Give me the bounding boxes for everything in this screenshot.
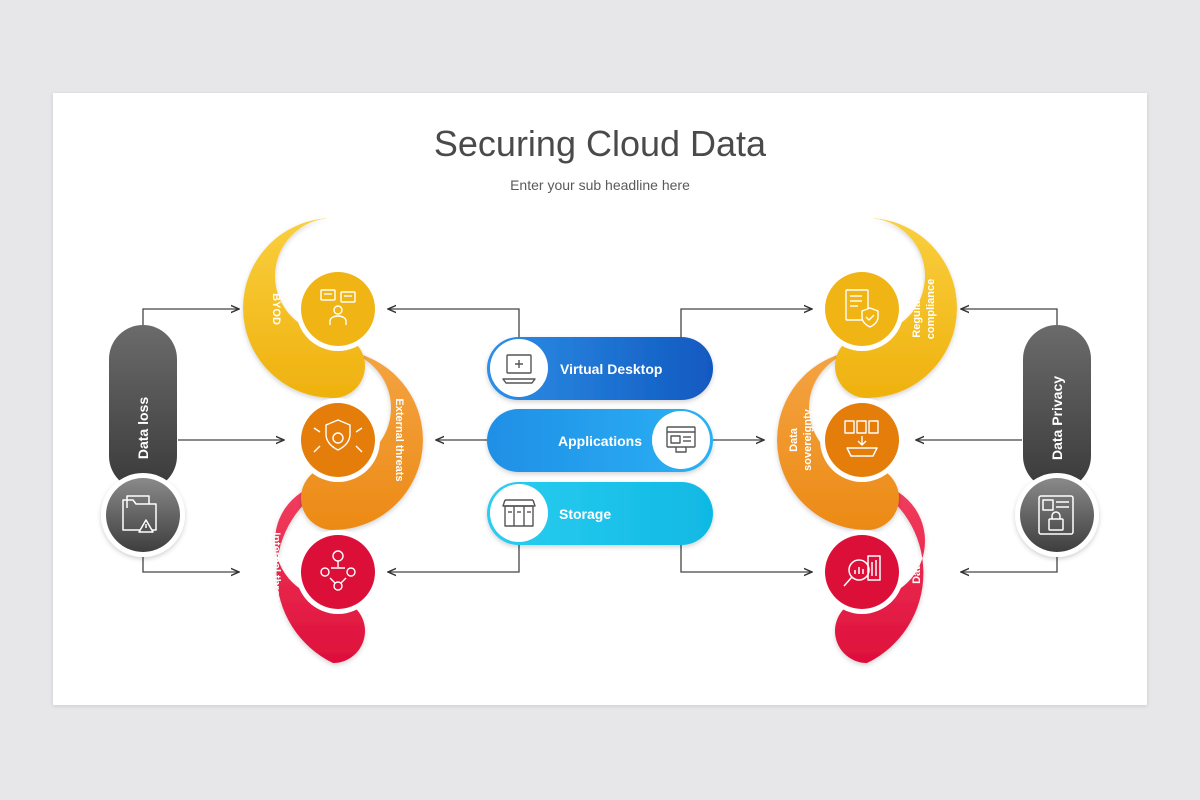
regulatory-compliance-shape — [835, 218, 957, 398]
sovereignty-line-2: sovereignty — [802, 409, 814, 471]
connector-privacy-remanence — [961, 555, 1058, 572]
lock-folder-icon — [1038, 495, 1074, 535]
data-remanence-shape — [835, 483, 925, 663]
internal-threats-shape — [275, 483, 365, 663]
sovereignty-line-1: Data — [788, 428, 800, 452]
connector-storage-internal — [388, 545, 520, 572]
folder-warning-icon — [122, 495, 157, 533]
byod-shape — [243, 218, 365, 398]
external-threats-shape — [301, 350, 423, 530]
internal-threats-label: Internal threats — [270, 532, 282, 612]
storage-server-icon — [502, 499, 536, 527]
page-subtitle: Enter your sub headline here — [510, 177, 690, 193]
virtual-desktop-icon — [502, 354, 536, 384]
connector-vdesktop-byod — [388, 309, 520, 337]
remanence-line-1: Data — [911, 560, 923, 584]
regulatory-line-1: Regulatory — [911, 280, 923, 338]
left-chain — [243, 218, 423, 663]
data-loss-pillar — [101, 325, 185, 557]
data-sovereignty-shape — [777, 350, 899, 530]
chat-people-icon — [320, 289, 356, 325]
regulatory-line-2: compliance — [925, 278, 937, 340]
data-privacy-pillar — [1015, 325, 1099, 557]
data-remanence-label: Data remanence — [910, 543, 938, 601]
document-shield-icon — [845, 289, 879, 328]
remanence-line-2: remanence — [925, 542, 937, 602]
regulatory-compliance-label: Regulatory compliance — [910, 279, 938, 340]
external-threats-label: External threats — [393, 398, 405, 482]
data-loss-label: Data loss — [135, 396, 151, 460]
data-privacy-label: Data Privacy — [1049, 375, 1065, 461]
connectors — [142, 309, 1058, 572]
virtual-desktop-label: Virtual Desktop — [560, 361, 663, 377]
applications-label: Applications — [558, 433, 643, 449]
connector-dataloss-internal — [142, 555, 239, 572]
data-sovereignty-label: Data sovereignty — [787, 409, 815, 471]
storage-label: Storage — [559, 506, 612, 522]
browser-window-icon — [666, 426, 696, 453]
magnifier-chart-icon — [843, 555, 881, 587]
connector-vdesktop-regulatory — [680, 309, 812, 337]
byod-label: BYOD — [270, 293, 282, 325]
connector-privacy-regulatory — [961, 309, 1058, 325]
connector-dataloss-byod — [142, 309, 239, 325]
page-title: Securing Cloud Data — [433, 123, 767, 164]
center-pills — [487, 337, 713, 545]
shield-threat-icon — [313, 419, 363, 453]
data-sovereignty-icon — [844, 420, 879, 457]
connector-storage-remanence — [680, 545, 812, 572]
team-network-icon — [320, 550, 356, 591]
